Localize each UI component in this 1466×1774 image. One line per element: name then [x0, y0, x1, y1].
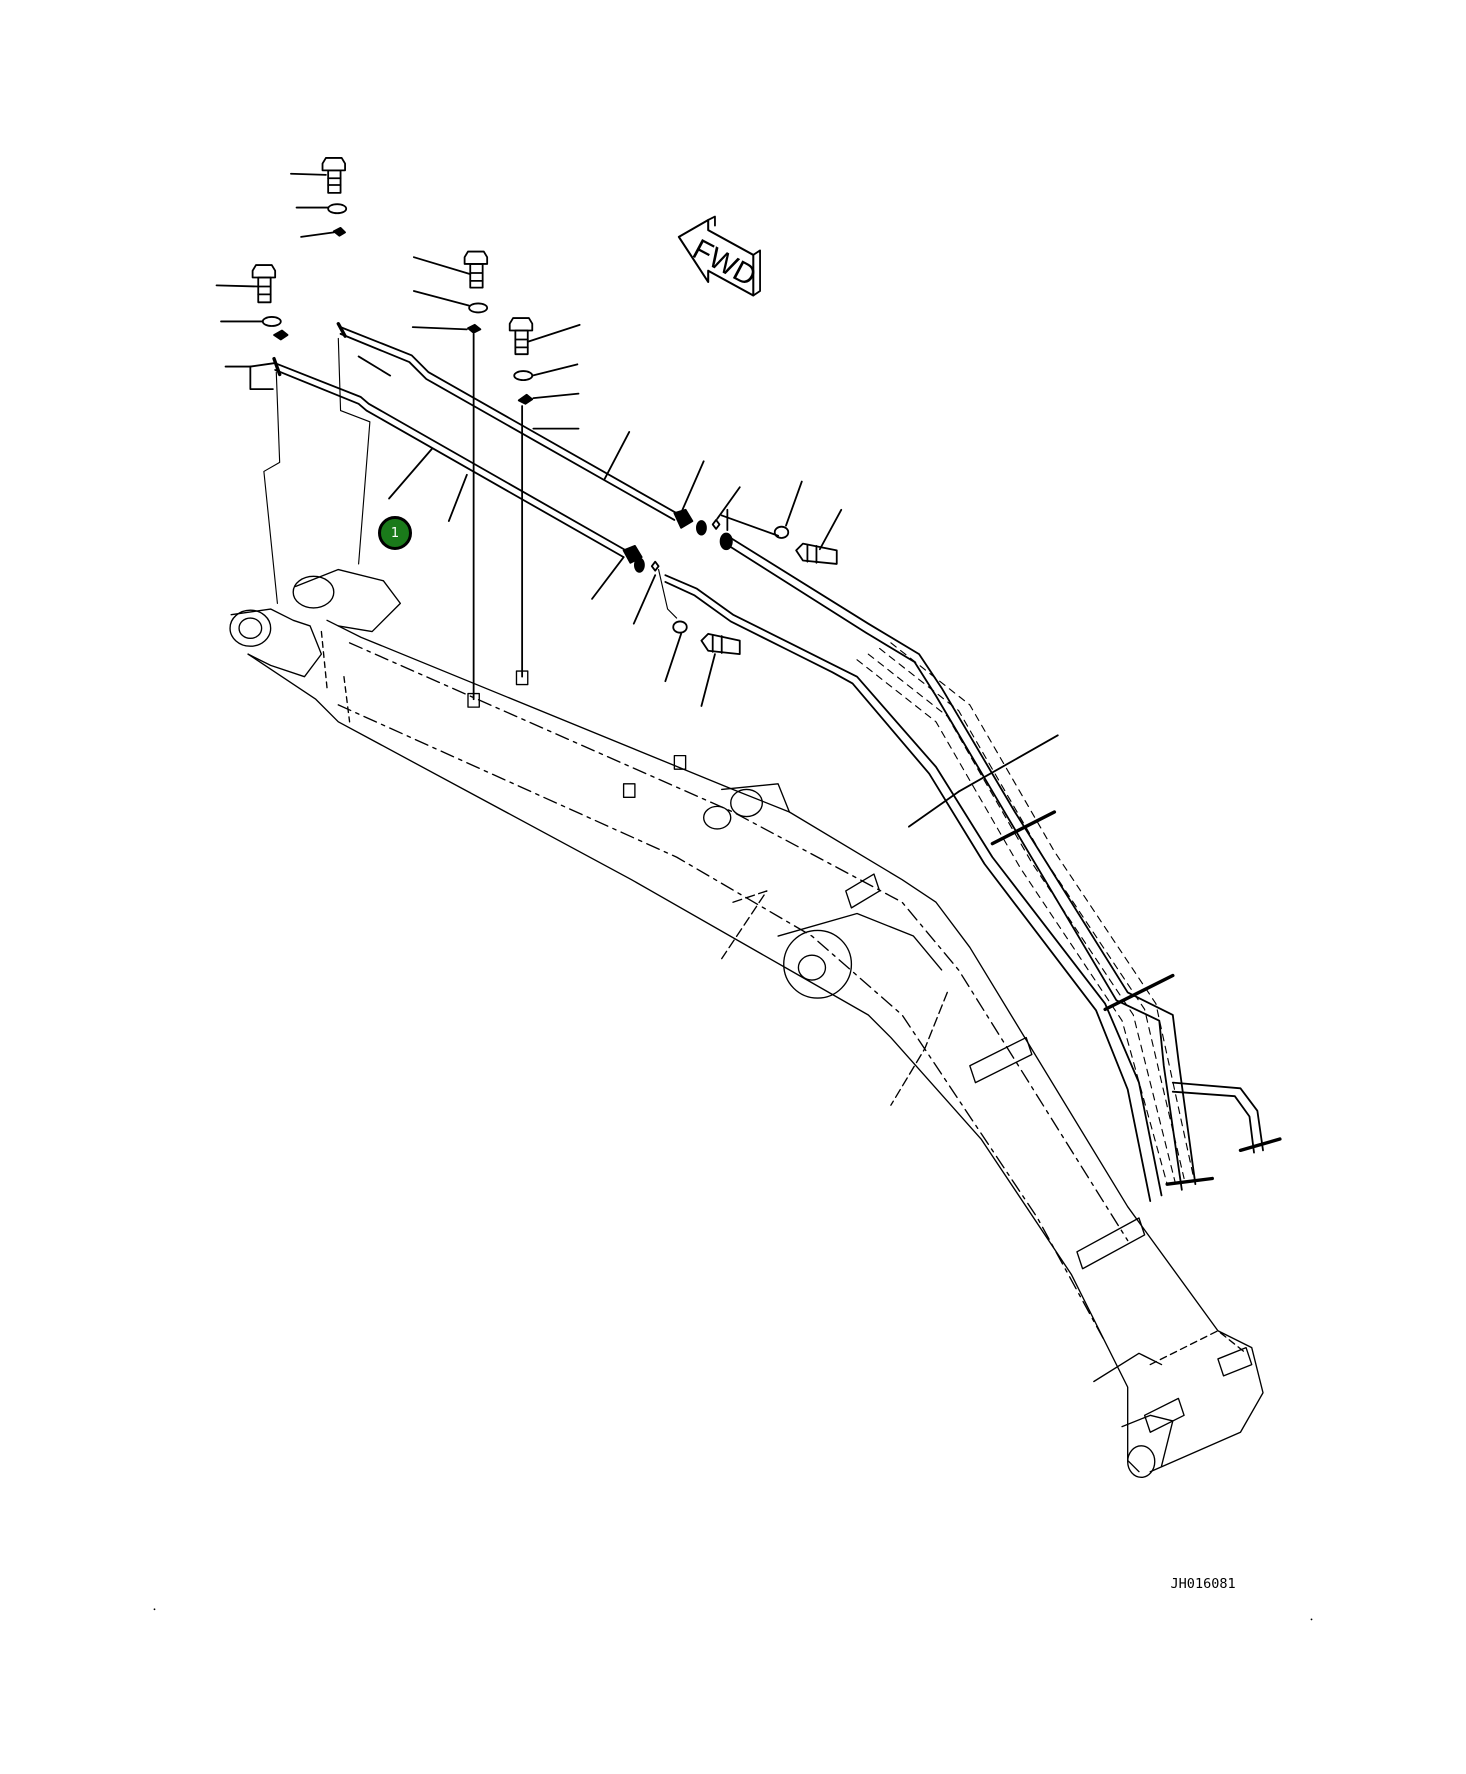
bolt-icon	[321, 157, 346, 194]
clamp-icon	[517, 393, 534, 405]
washer-icon	[261, 316, 282, 327]
bolt-icon	[251, 264, 277, 304]
nut-icon	[633, 557, 645, 573]
excavator-boom	[229, 568, 1264, 1479]
bolt-icon	[508, 317, 534, 356]
o-ring-icon	[711, 519, 721, 530]
washer-icon	[672, 620, 688, 634]
pipe-fitting-icon	[673, 508, 694, 529]
washer-icon	[773, 525, 790, 539]
clamp-icon	[273, 329, 289, 341]
washer-icon	[327, 203, 348, 215]
callout-number: 1	[390, 525, 400, 541]
fwd-label: FWD	[687, 233, 761, 293]
hydraulic-pipe-lower	[272, 356, 627, 559]
bolt-icon	[795, 542, 838, 565]
washer-icon	[513, 370, 534, 382]
clamp-icon	[332, 226, 346, 237]
o-ring-icon	[650, 560, 660, 572]
forward-arrow-icon: FWD	[677, 215, 762, 297]
clamp-icon	[467, 323, 482, 334]
bolt-icon	[700, 632, 741, 656]
drawing-id: JH016081	[1171, 1576, 1236, 1592]
washer-icon	[468, 302, 489, 314]
hydraulic-pipe-bundle	[664, 508, 1282, 1202]
bolt-icon	[463, 250, 489, 289]
callout-1[interactable]: 1	[378, 516, 412, 550]
hydraulic-pipe-upper	[336, 322, 678, 521]
nut-icon	[696, 520, 707, 536]
